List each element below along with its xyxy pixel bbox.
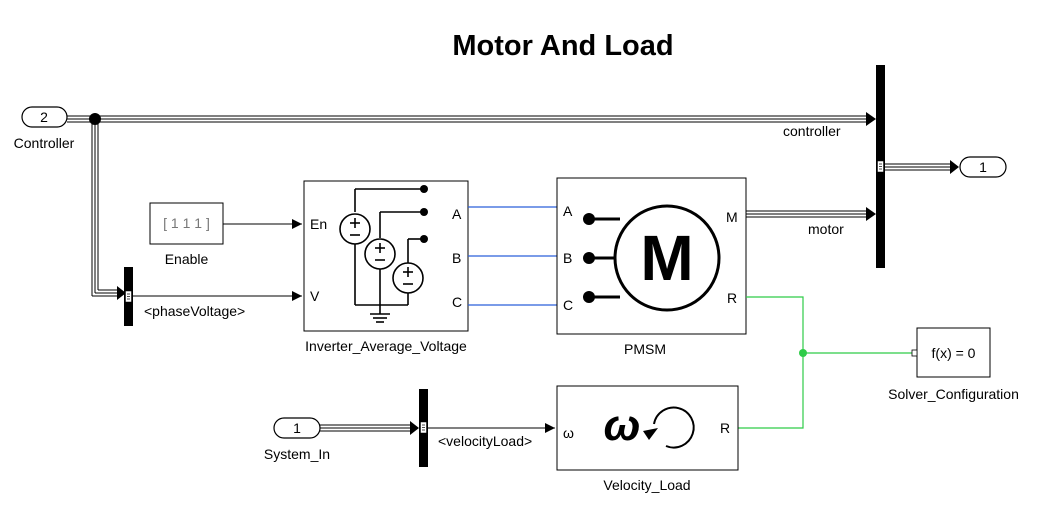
pmsm-port-b: B	[563, 250, 572, 266]
enable-constant-block[interactable]: [ 1 1 1 ]	[149, 202, 224, 245]
inverter-port-b: B	[452, 250, 461, 266]
velocity-load-block-label: Velocity_Load	[603, 477, 690, 493]
velocity-load-port-r: R	[720, 420, 730, 436]
velocity-load-port-omega: ω	[563, 425, 574, 441]
inverter-port-v: V	[310, 288, 320, 304]
pmsm-port-m: M	[726, 209, 738, 225]
voltage-sources-icon	[339, 188, 424, 323]
inverter-port-c: C	[452, 294, 462, 310]
enable-block-label: Enable	[165, 251, 209, 267]
controller-bus-line	[67, 115, 866, 297]
phase-voltage-bus-selector[interactable]	[124, 267, 133, 326]
phase-voltage-label: <phaseVoltage>	[144, 303, 245, 319]
diagram-title: Motor And Load	[452, 30, 673, 62]
pmsm-port-c: C	[563, 297, 573, 313]
electrical-connections	[468, 206, 557, 306]
velocity-bus-selector[interactable]	[419, 389, 428, 467]
branch-point	[89, 113, 101, 125]
mechanical-connections	[737, 296, 912, 429]
outport-1[interactable]: 1	[959, 156, 1007, 178]
pmsm-block[interactable]: A B C M R M	[556, 177, 747, 335]
inverter-block[interactable]: En V A B C	[303, 180, 469, 332]
inverter-block-label: Inverter_Average_Voltage	[305, 338, 467, 354]
pmsm-port-r: R	[727, 290, 737, 306]
inverter-port-en: En	[310, 216, 327, 232]
inverter-port-a: A	[452, 206, 462, 222]
controller-inport[interactable]: 2	[21, 106, 68, 128]
solver-equation: f(x) = 0	[932, 345, 976, 361]
velocity-load-block[interactable]: ω R ω	[556, 385, 739, 471]
mechanical-junction	[799, 349, 807, 357]
svg-text:ω: ω	[604, 401, 641, 450]
system-in-inport[interactable]: 1	[273, 417, 321, 439]
system-in-number: 1	[293, 420, 301, 436]
outport-number: 1	[979, 159, 987, 175]
enable-constant-value: [ 1 1 1 ]	[163, 215, 210, 231]
motor-signal-label: motor	[808, 221, 844, 237]
bus-selector-arrowhead	[117, 286, 126, 300]
controller-inport-number: 2	[40, 109, 48, 125]
system-in-label: System_In	[264, 446, 330, 462]
system-in-bus-line	[320, 424, 410, 432]
omega-rotation-icon: ω	[604, 401, 695, 450]
pmsm-port-a: A	[563, 203, 573, 219]
output-arrowhead	[950, 160, 959, 174]
bus-creator[interactable]	[876, 65, 885, 268]
motor-icon: M	[583, 204, 721, 312]
motor-arrowhead	[866, 207, 876, 221]
controller-inport-label: Controller	[14, 135, 75, 151]
system-in-arrowhead	[410, 421, 419, 435]
velocity-load-signal-label: <velocityLoad>	[438, 433, 532, 449]
controller-signal-label: controller	[783, 123, 841, 139]
controller-arrowhead	[866, 112, 876, 126]
solver-block-label: Solver_Configuration	[888, 386, 1019, 402]
solver-configuration-block[interactable]: f(x) = 0	[911, 327, 991, 378]
pmsm-block-label: PMSM	[624, 341, 666, 357]
motor-bus-line	[746, 210, 866, 218]
output-bus-line	[885, 163, 950, 171]
motor-symbol: M	[640, 222, 693, 294]
